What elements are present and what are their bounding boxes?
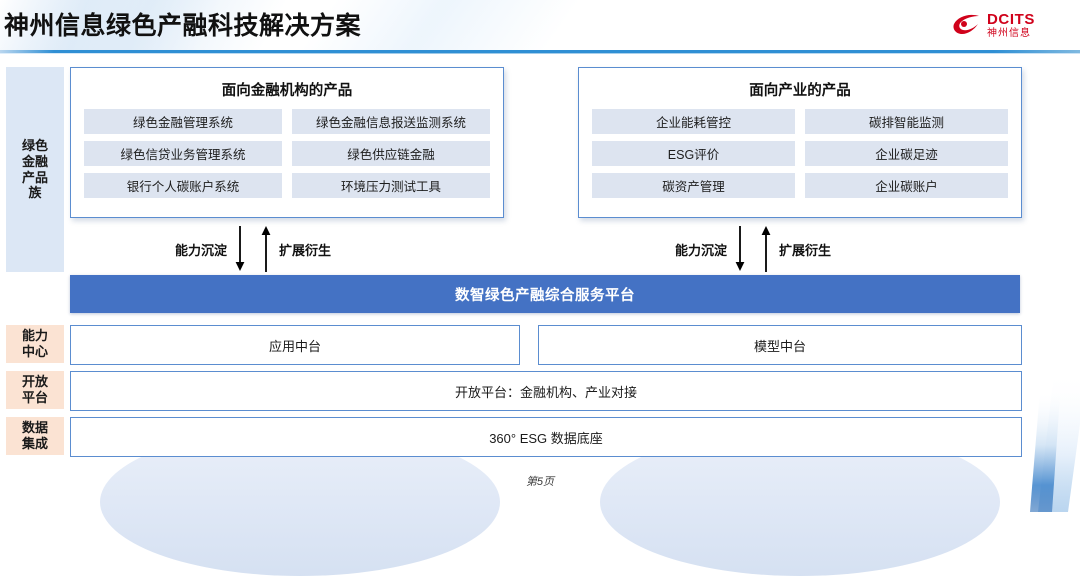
box-open-platform[interactable]: 开放平台：金融机构、产业对接 bbox=[70, 371, 1022, 411]
rail-ability-center: 能力中心 bbox=[6, 325, 64, 363]
flow-up-label: 扩展衍生 bbox=[779, 242, 832, 258]
product-chip[interactable]: 银行个人碳账户系统 bbox=[84, 173, 282, 198]
panel-title-financial: 面向金融机构的产品 bbox=[221, 83, 353, 99]
box-app-middle-platform-label: 应用中台 bbox=[268, 338, 321, 354]
arrow-up-icon bbox=[253, 225, 279, 273]
arrow-down-icon bbox=[727, 225, 753, 273]
header-divider-soft bbox=[0, 53, 1080, 54]
product-chip[interactable]: 环境压力测试工具 bbox=[292, 173, 490, 198]
product-chip[interactable]: ESG评价 bbox=[592, 141, 795, 166]
panel-title-industry: 面向产业的产品 bbox=[749, 83, 851, 99]
product-chip[interactable]: 绿色信贷业务管理系统 bbox=[84, 141, 282, 166]
page-footer: 第5页 bbox=[525, 476, 555, 488]
dcits-swirl-icon bbox=[953, 14, 979, 34]
logo-en-text: DCITS bbox=[987, 10, 1035, 28]
product-chip[interactable]: 绿色供应链金融 bbox=[292, 141, 490, 166]
panel-grid-financial: 绿色金融管理系统 绿色金融信息报送监测系统 绿色信贷业务管理系统 绿色供应链金融… bbox=[71, 109, 503, 198]
panel-financial-institution-products: 面向金融机构的产品 绿色金融管理系统 绿色金融信息报送监测系统 绿色信贷业务管理… bbox=[70, 67, 504, 218]
flow-group-right: 能力沉淀 扩展衍生 bbox=[675, 223, 831, 275]
box-model-middle-platform[interactable]: 模型中台 bbox=[538, 325, 1022, 365]
flow-group-left: 能力沉淀 扩展衍生 bbox=[175, 223, 331, 275]
rail-data-integration: 数据集成 bbox=[6, 417, 64, 455]
product-chip[interactable]: 绿色金融管理系统 bbox=[84, 109, 282, 134]
arrow-up-icon bbox=[753, 225, 779, 273]
rail-data-integration-label: 数据集成 bbox=[21, 420, 48, 451]
flow-band: 能力沉淀 扩展衍生 能力沉淀 bbox=[70, 223, 1020, 275]
logo-text: DCITS 神州信息 bbox=[987, 12, 1035, 39]
rail-green-family-label: 绿色金融产品族 bbox=[21, 137, 48, 201]
rail-open-platform-label: 开放平台 bbox=[21, 374, 48, 405]
box-open-platform-label: 开放平台：金融机构、产业对接 bbox=[454, 384, 637, 400]
box-model-middle-platform-label: 模型中台 bbox=[753, 338, 806, 354]
product-chip[interactable]: 碳资产管理 bbox=[592, 173, 795, 198]
box-data-foundation-label: 360° ESG 数据底座 bbox=[489, 430, 603, 446]
product-chip[interactable]: 企业碳账户 bbox=[805, 173, 1008, 198]
brand-logo: DCITS 神州信息 bbox=[952, 8, 1070, 42]
box-app-middle-platform[interactable]: 应用中台 bbox=[70, 325, 520, 365]
slide-header: 神州信息绿色产融科技解决方案 DCITS 神州信息 bbox=[0, 0, 1080, 53]
panel-grid-industry: 企业能耗管控 碳排智能监测 ESG评价 企业碳足迹 碳资产管理 企业碳账户 bbox=[579, 109, 1021, 198]
header-divider bbox=[0, 50, 1080, 53]
slide-body: 绿色金融产品族 能力中心 开放平台 数据集成 面向金融机构的产品 绿色金融管理系… bbox=[0, 53, 1080, 576]
platform-bar[interactable]: 数智绿色产融综合服务平台 bbox=[70, 275, 1020, 313]
panel-industry-products: 面向产业的产品 企业能耗管控 碳排智能监测 ESG评价 企业碳足迹 碳资产管理 … bbox=[578, 67, 1022, 218]
product-chip[interactable]: 企业碳足迹 bbox=[805, 141, 1008, 166]
arrow-down-icon bbox=[227, 225, 253, 273]
product-chip[interactable]: 碳排智能监测 bbox=[805, 109, 1008, 134]
page-title: 神州信息绿色产融科技解决方案 bbox=[4, 12, 362, 40]
platform-bar-label: 数智绿色产融综合服务平台 bbox=[455, 287, 635, 304]
flow-down-label: 能力沉淀 bbox=[675, 242, 728, 258]
rail-green-family: 绿色金融产品族 bbox=[6, 67, 64, 272]
product-chip[interactable]: 企业能耗管控 bbox=[592, 109, 795, 134]
product-chip[interactable]: 绿色金融信息报送监测系统 bbox=[292, 109, 490, 134]
rail-ability-center-label: 能力中心 bbox=[21, 328, 48, 359]
rail-open-platform: 开放平台 bbox=[6, 371, 64, 409]
flow-down-label: 能力沉淀 bbox=[175, 242, 228, 258]
box-data-foundation[interactable]: 360° ESG 数据底座 bbox=[70, 417, 1022, 457]
logo-cn-text: 神州信息 bbox=[987, 27, 1031, 39]
flow-up-label: 扩展衍生 bbox=[279, 242, 332, 258]
